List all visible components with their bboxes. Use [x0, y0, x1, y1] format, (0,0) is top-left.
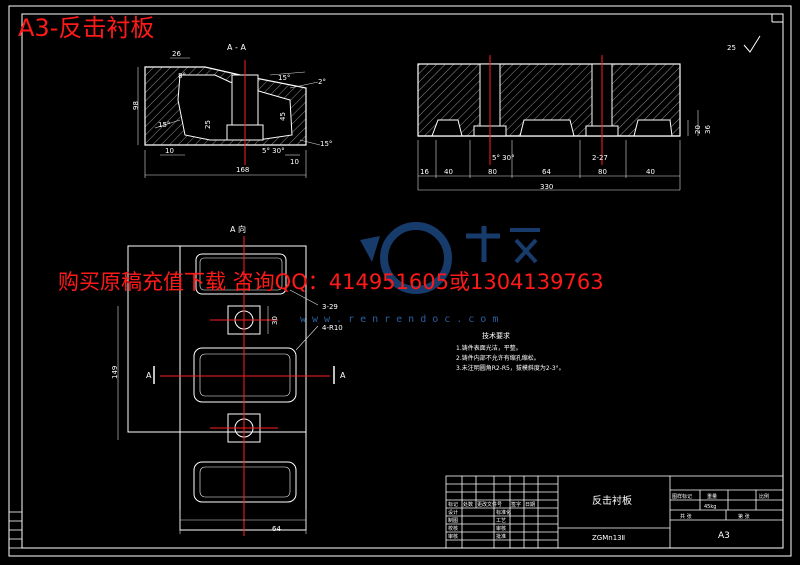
tb-weight: 重量: [707, 493, 717, 500]
dim-r64: 64: [542, 168, 551, 176]
dim-26: 26: [172, 50, 181, 58]
dim-5-30: 5° 30°: [262, 147, 285, 155]
dim-64: 64: [272, 525, 281, 533]
tb-col-count: 处数: [463, 501, 473, 508]
tb-stage: 图样标记: [672, 493, 692, 500]
binding-margin: [8, 511, 23, 549]
tb-row-draw: 制图: [448, 517, 458, 524]
dim-r80a: 80: [488, 168, 497, 176]
note-item-2: 2.铸件内部不允许有缩孔缩松。: [456, 354, 540, 362]
plan-view-label: A 向: [230, 224, 246, 234]
tb-col-marker: 标记: [448, 501, 458, 508]
dim-3-29: 3-29: [322, 303, 338, 311]
dim-r-36: 36: [704, 125, 712, 134]
outer-border: [8, 5, 792, 557]
tb-kg: 45kg: [704, 504, 716, 510]
tb-col-change: 更改文件号: [477, 501, 502, 508]
watermark-url: www.renrendoc.com: [300, 314, 505, 325]
note-item-3: 3.未注明圆角R2-R5，拔模斜度为2-3°。: [456, 364, 565, 372]
section-marker-right: A: [340, 371, 346, 380]
svg-text:25: 25: [727, 44, 736, 52]
tb-col-date: 日期: [525, 502, 535, 508]
dim-r-2-27: 2-27: [592, 154, 608, 162]
plan-view: A 向 A A: [111, 224, 346, 536]
tb-row-std: 标准化: [496, 509, 511, 516]
tb-row-approve2: 批准: [496, 533, 506, 540]
dim-r-total: 330: [540, 183, 553, 191]
tb-ratio: 比例: [759, 493, 769, 500]
tb-size: A3: [718, 531, 730, 541]
dim-r16: 16: [420, 168, 429, 176]
dim-149: 149: [111, 366, 119, 379]
tb-row-approve: 审核: [448, 533, 458, 540]
ad-banner: 购买原稿充值下载 咨询QQ：414951605或1304139763: [58, 270, 604, 294]
roughness-symbol: 25: [727, 35, 761, 53]
dim-25: 25: [204, 120, 212, 129]
tb-material: ZGMn13Ⅱ: [592, 534, 625, 542]
section-marker-left: A: [146, 371, 152, 380]
dim-r40a: 40: [444, 168, 453, 176]
dim-10a: 10: [165, 147, 174, 155]
dim-30: 30: [271, 316, 279, 325]
dim-4-r10: 4-R10: [322, 324, 343, 332]
dim-8deg: 8°: [178, 72, 186, 80]
tb-sheet-num: 第 张: [738, 513, 750, 520]
section-label: A - A: [227, 43, 246, 52]
dim-168: 168: [236, 166, 249, 174]
tb-col-sign: 签字: [511, 501, 521, 508]
dim-r80b: 80: [598, 168, 607, 176]
dim-r40b: 40: [646, 168, 655, 176]
dim-10b: 10: [290, 158, 299, 166]
section-view: A - A 26 8° 15° 2° 98 25 45 15°: [132, 43, 332, 178]
overlay-title: A3-反击衬板: [18, 14, 155, 42]
tb-row-design: 设计: [448, 509, 458, 516]
plan-inner-rect: [179, 245, 307, 531]
dim-15deg-right: 15°: [320, 140, 332, 148]
dim-15deg-left: 15°: [158, 121, 170, 129]
title-block: [445, 475, 784, 549]
inner-border: [21, 13, 784, 549]
dim-r-20: 20: [694, 125, 702, 134]
tb-row-review: 审核: [496, 525, 506, 532]
technical-notes: 技术要求 1.铸件表面光洁，平整。 2.铸件内部不允许有缩孔缩松。 3.未注明圆…: [456, 331, 565, 372]
dim-2deg: 2°: [318, 78, 326, 86]
dim-45: 45: [279, 112, 287, 121]
dim-r-angle: 5° 30°: [492, 154, 515, 162]
notes-title: 技术要求: [482, 331, 510, 340]
tb-row-craft: 工艺: [496, 518, 506, 524]
tb-sheet-total: 共 张: [680, 513, 692, 520]
tb-row-check: 校核: [448, 525, 458, 532]
dim-15deg-top: 15°: [278, 74, 290, 82]
front-section-view: 16 40 80 64 80 40 5° 30° 2-27 330 20 36: [417, 55, 712, 191]
tb-part-name: 反击衬板: [592, 494, 632, 507]
watermark-logo: [360, 222, 540, 294]
note-item-1: 1.铸件表面光洁，平整。: [456, 344, 522, 352]
dim-98: 98: [132, 101, 140, 110]
